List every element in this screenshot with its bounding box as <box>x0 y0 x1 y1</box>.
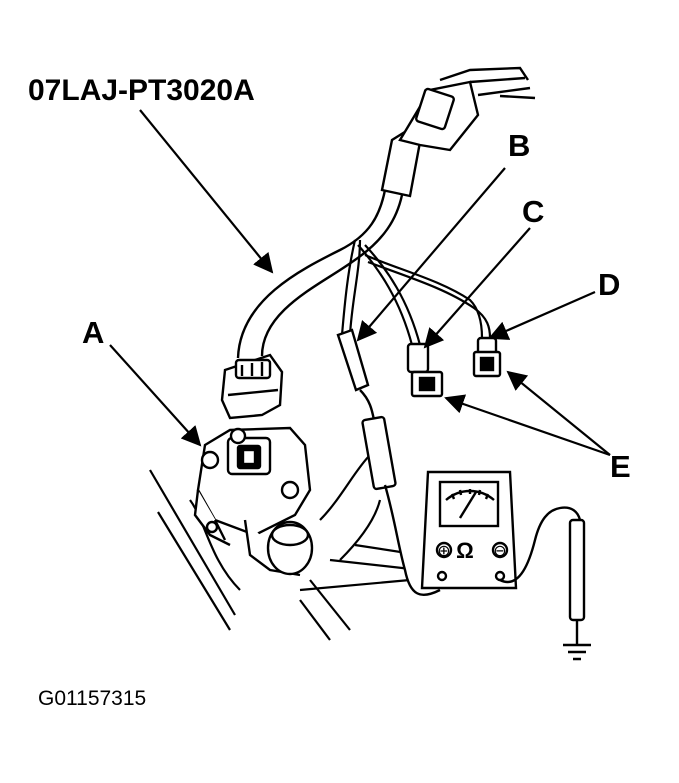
positive-terminal-symbol: ⊕ <box>437 541 450 560</box>
label-c: C <box>522 194 544 229</box>
sensor-a <box>193 426 314 577</box>
figure-id: G01157315 <box>38 687 146 710</box>
label-e: E <box>610 449 631 484</box>
cable-connector-upper <box>380 66 536 198</box>
ohmmeter <box>420 470 518 590</box>
branch-wires <box>340 239 492 346</box>
cable-connector-lower <box>220 353 284 420</box>
engine-outline <box>149 454 421 641</box>
label-b: B <box>508 128 530 163</box>
wire-b-lead <box>336 328 441 596</box>
test-harness-cable <box>236 189 404 359</box>
ohm-symbol: Ω <box>456 538 474 563</box>
label-d: D <box>598 267 620 302</box>
part-number-label: 07LAJ-PT3020A <box>28 74 255 107</box>
terminal-c <box>406 342 444 398</box>
terminal-d <box>472 336 502 378</box>
ground-lead <box>499 506 591 661</box>
negative-terminal-symbol: ⊖ <box>493 541 506 560</box>
leader-lines <box>109 109 611 457</box>
label-a: A <box>82 315 104 350</box>
